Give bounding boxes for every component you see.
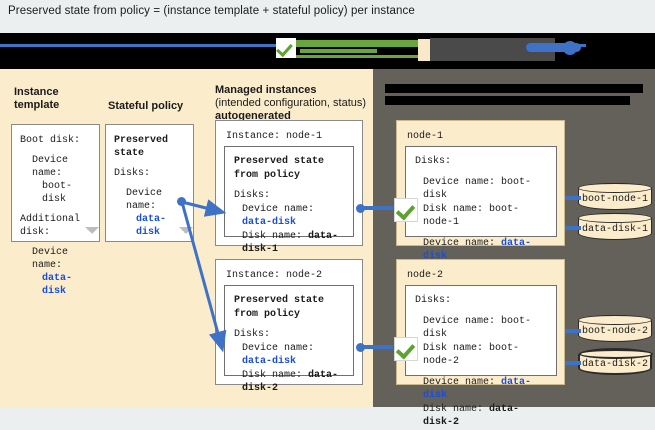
redacted-heading-line [385,84,643,93]
folded-corner-icon [85,227,100,242]
instance-template-card: Boot disk: Device name: boot-disk Additi… [11,124,100,297]
disk-cylinder-boot-node-1: boot-node-1 [578,183,652,210]
connector-boot-node-2 [565,329,581,333]
branch-dot-policy [177,197,186,206]
connector-boot-node-1 [565,196,581,200]
redacted-top-band [0,33,655,69]
green-check-icon-node-2 [394,337,418,361]
disk-cylinder-data-disk-2: data-disk-2 [578,348,653,375]
gray-block [430,38,555,61]
branch-dot-node-1 [356,204,365,213]
connector-data-disk-1 [565,226,581,230]
green-bar [290,55,458,58]
disk-cylinder-boot-node-2: boot-node-2 [578,315,652,342]
cream-block [418,39,433,61]
redacted-heading-line [385,96,630,105]
policy-to-instance-connectors [180,199,227,353]
green-check-icon-node-1 [394,198,418,222]
disk-cylinder-data-disk-1: data-disk-1 [578,213,652,240]
blue-dot [563,41,577,55]
preserved-state-box-node-2: Preserved state from policy Disks: Devic… [224,285,354,394]
blue-pill [526,43,581,52]
connector-data-disk-2 [565,361,581,365]
page-title: Preserved state from policy = (instance … [8,5,415,17]
connector-node-1 [361,206,393,210]
green-bar [300,49,377,53]
diagram-canvas: Preserved state from policy = (instance … [0,0,655,407]
managed-instances-heading: Managed instances (intended configuratio… [215,84,367,122]
branch-dot-node-2 [356,343,365,352]
instance-template-heading: Instance template [14,86,60,111]
stateful-policy-heading: Stateful policy [108,100,184,112]
connector-node-2 [361,345,393,349]
green-bar [290,40,421,47]
stateful-policy-card: Preserved state Disks: Device name: data… [105,124,194,242]
preserved-state-box-node-1: Preserved state from policy Disks: Devic… [224,146,354,255]
green-check-icon [276,38,296,58]
